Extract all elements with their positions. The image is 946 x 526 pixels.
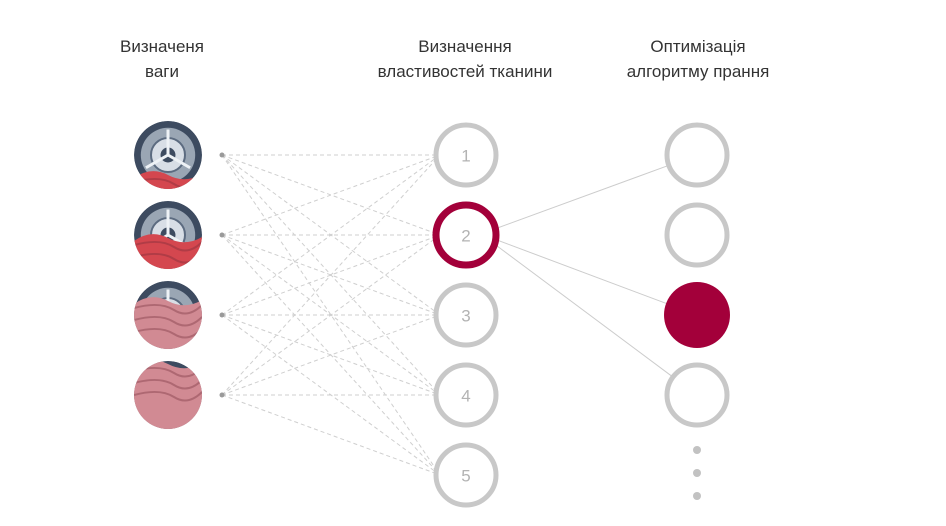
algorithm-node-4: [664, 362, 730, 428]
drum-medium-load-icon: [134, 201, 225, 269]
fabric-node-label: 4: [461, 387, 470, 406]
solid-link-f2-a3: [480, 233, 670, 305]
column-title-algorithm: Оптимізація алгоритму прання: [578, 34, 818, 84]
fabric-node-2: 2: [432, 201, 500, 269]
fabric-node-5: 5: [433, 442, 499, 508]
fabric-node-ring: [432, 201, 500, 269]
column-title-algorithm-line1: Оптимізація: [650, 37, 746, 56]
dashed-link-w4-f2: [221, 234, 441, 396]
weight-source-dot: [219, 232, 225, 238]
dashed-link-w3-f4: [221, 314, 441, 396]
fabric-node-ring: [433, 282, 499, 348]
fabric-nodes: 1 2 3 4 5: [432, 122, 500, 508]
drum-full-load-icon: [134, 361, 225, 429]
continuation-dot-1: [693, 446, 701, 454]
fabric-node-ring: [433, 362, 499, 428]
algorithm-node-2: [664, 202, 730, 268]
dashed-link-w3-f2: [221, 234, 441, 316]
solid-link-f2-a1: [480, 164, 669, 235]
weight-source-dot: [219, 152, 225, 158]
fabric-node-4: 4: [433, 362, 499, 428]
algorithm-node-1: [664, 122, 730, 188]
continuation-dot-2: [693, 469, 701, 477]
column-title-fabric-line2: властивостей тканини: [377, 62, 553, 81]
fabric-node-label: 5: [461, 467, 470, 486]
dashed-link-w2-f3: [221, 234, 441, 316]
fabric-to-algorithm-links: [480, 164, 674, 378]
dashed-link-w1-f2: [221, 154, 441, 236]
dashed-link-w4-f1: [221, 154, 441, 396]
drum-small-load-icon: [134, 121, 225, 189]
fabric-node-3: 3: [433, 282, 499, 348]
algorithm-nodes: [664, 122, 730, 428]
column-title-weight-line1: Визначеня: [119, 37, 204, 56]
fabric-node-ring: [433, 122, 499, 188]
fabric-node-label: 3: [461, 307, 470, 326]
column-title-fabric: Визначення властивостей тканини: [345, 34, 585, 84]
fabric-node-1: 1: [433, 122, 499, 188]
drum-large-load-icon: [134, 281, 225, 349]
dashed-link-w1-f5: [221, 154, 441, 476]
solid-link-f2-a4: [480, 233, 674, 378]
algorithm-node-3-selected: [664, 282, 730, 348]
more-dots: [693, 446, 701, 500]
weight-source-dot: [219, 392, 225, 398]
fabric-node-label: 2: [461, 227, 470, 246]
dashed-link-w4-f3: [221, 314, 441, 396]
column-title-algorithm-line2: алгоритму прання: [626, 62, 770, 81]
fabric-node-label: 1: [461, 147, 470, 166]
column-title-fabric-line1: Визначення: [418, 37, 512, 56]
weight-to-fabric-links: [221, 154, 441, 476]
column-title-weight: Визначеня ваги: [42, 34, 282, 84]
weight-inputs: [134, 121, 225, 429]
dashed-link-w2-f1: [221, 154, 441, 236]
dashed-link-w3-f1: [221, 154, 441, 316]
fabric-node-ring: [433, 442, 499, 508]
dashed-link-w4-f5: [221, 394, 441, 476]
column-title-weight-line2: ваги: [145, 62, 179, 81]
weight-source-dot: [219, 312, 225, 318]
continuation-dot-3: [693, 492, 701, 500]
dashed-link-w2-f5: [221, 234, 441, 476]
